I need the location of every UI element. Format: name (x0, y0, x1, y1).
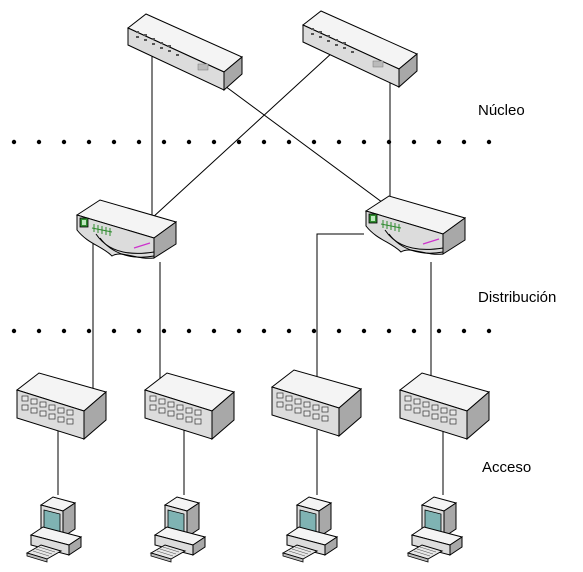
layer-label-access: Acceso (482, 459, 532, 476)
core-switch-icon (302, 10, 418, 88)
layer-label-distribution: Distribución (478, 289, 557, 306)
layer-label-core: Núcleo (478, 102, 525, 119)
distribution-switch-icon (365, 195, 466, 255)
link-core1-dist2 (205, 71, 391, 209)
access-switch-icon (144, 372, 235, 440)
workstation-icon (150, 496, 206, 563)
access-switch-icon (271, 369, 362, 437)
workstation-icon (282, 496, 338, 563)
core-distribution-separator (11, 139, 492, 145)
distribution-switch-icon (76, 199, 177, 259)
network-links (57, 45, 444, 495)
link-dist2-access3 (316, 233, 364, 380)
access-switch-icon (399, 372, 490, 440)
link-core2-dist1 (151, 51, 334, 219)
core-switch-icon (127, 13, 243, 91)
workstation-icon (407, 496, 463, 563)
workstation-icon (26, 496, 82, 563)
distribution-access-separator (11, 328, 492, 334)
